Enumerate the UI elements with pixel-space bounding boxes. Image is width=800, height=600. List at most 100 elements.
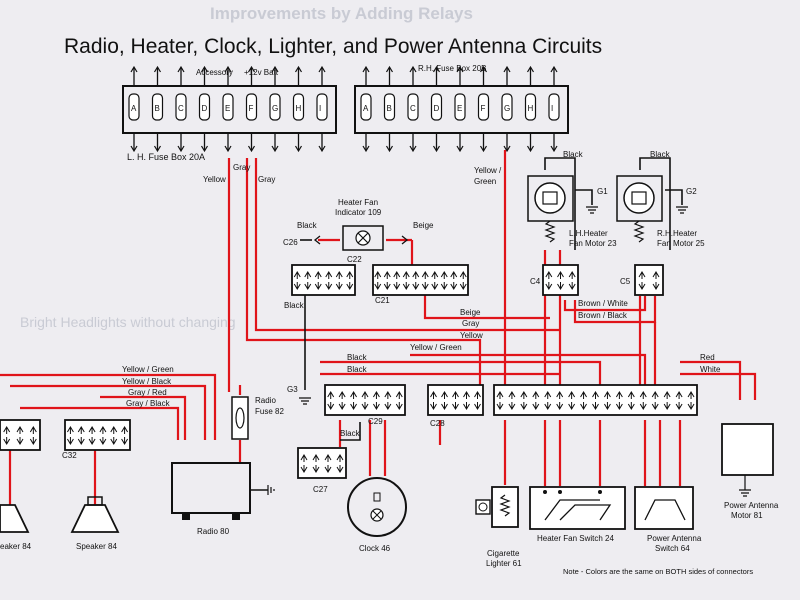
- connectors: [0, 264, 698, 479]
- ground-g3: G3: [287, 385, 311, 405]
- wire-gray-red-left: [100, 395, 187, 440]
- rh-fuse-slot-d-arrow-top: [432, 65, 441, 73]
- lh-fuse-slot-a-arrow-bottom: [130, 145, 138, 153]
- lh-fuse-slot-i-arrow-top: [318, 65, 326, 73]
- c4-label: C4: [530, 277, 541, 286]
- rh-fuse-slot-a-arrow-bottom: [362, 145, 370, 153]
- wire-g2: [665, 189, 683, 205]
- c5-label: C5: [620, 277, 631, 286]
- connector-c28-pin-5-top: [474, 391, 481, 399]
- connector-bus-pin-16-top: [675, 391, 683, 399]
- rh-fuse-slot-d-letter: D: [434, 104, 440, 113]
- connector-c29-pin-4-top: [361, 391, 369, 399]
- lh-fuse-slot-d: D: [198, 65, 211, 153]
- antenna-motor-body: [721, 423, 774, 476]
- heater-switch-contacts: [544, 499, 612, 521]
- lh-fuse-slot-b: B: [151, 65, 164, 153]
- rh-fuse-slot-c-fuse: [407, 93, 419, 121]
- wire-black-rh-motor: [639, 157, 671, 250]
- connector-c32-pin-6-bottom: [121, 437, 129, 445]
- connector-c4-pin-1-top: [545, 271, 553, 279]
- connector-c21-pin-9-top: [450, 271, 458, 279]
- g2-ground-icon: [676, 206, 688, 214]
- c22-label: C22: [347, 255, 362, 264]
- g3-label: G3: [287, 385, 298, 394]
- connector-bus-pin-9-top: [592, 391, 599, 399]
- antenna-motor-ground-icon: [739, 475, 751, 497]
- connector-c21-pin-5-top: [412, 271, 420, 279]
- lh-fuse-slot-d-fuse: [198, 93, 211, 121]
- rh-fuse-slot-h-arrow-top: [526, 65, 535, 73]
- lh-fuse-slot-a-letter: A: [131, 104, 137, 113]
- antenna-switch-body: [634, 486, 694, 530]
- lh-fuse-slot-i-letter: I: [319, 104, 321, 113]
- connector-c-edge-pin-2-bottom: [16, 437, 24, 445]
- clock: Clock 46: [347, 477, 407, 553]
- rh-motor-resistor: [633, 220, 645, 243]
- speaker-right-label: Speaker 84: [76, 542, 117, 551]
- lh-fuse-slot-f-letter: F: [249, 104, 254, 113]
- connector-c5-body: [634, 264, 664, 296]
- g3-ground-icon: [299, 397, 311, 405]
- wire-gray-trunk-b: [254, 158, 560, 332]
- speaker-right-cone: [70, 504, 120, 533]
- connector-c21-pin-4-bottom: [402, 282, 410, 290]
- label-beige-indicator: Beige: [413, 221, 434, 230]
- c32-label: C32: [62, 451, 77, 460]
- connector-bus-pin-14-top: [651, 391, 659, 399]
- wire-beige-bus: [423, 290, 550, 320]
- wire-black-bus-1: [320, 360, 602, 392]
- connector-bus-pin-11-bottom: [615, 402, 623, 410]
- rh-fuse-slot-i: I: [548, 65, 560, 153]
- lh-fuse-slot-a-arrow-top: [130, 65, 138, 73]
- lh-fuse-slot-h-arrow-bottom: [294, 145, 303, 153]
- rh-fuse-slot-c-letter: C: [410, 104, 416, 113]
- connector-c28-pin-3-top: [452, 391, 459, 399]
- connector-bus-pin-9-bottom: [592, 402, 599, 410]
- rh-fuse-slot-h-arrow-bottom: [526, 145, 535, 153]
- connector-c21-pin-7-top: [431, 271, 439, 279]
- connector-bus-pin-4-bottom: [532, 402, 540, 410]
- rh-fuse-slot-h-fuse: [524, 93, 537, 121]
- connector-c21-pin-8-bottom: [440, 282, 448, 290]
- rh-fuse-slot-i-arrow-top: [550, 65, 558, 73]
- rh-fuse-slot-g-arrow-bottom: [503, 145, 511, 153]
- rh-fuse-slot-e-fuse: [454, 93, 466, 121]
- connector-c21-pin-8-top: [440, 271, 448, 279]
- connector-c28: [427, 384, 484, 416]
- connector-c21-body: [372, 264, 469, 296]
- label-black-lh-motor: Black: [563, 150, 584, 159]
- connector-c22-body: [291, 264, 356, 296]
- connector-bus-body: [493, 384, 698, 416]
- connector-c22-pin-1-bottom: [293, 282, 301, 290]
- rh-fuse-slot-b-fuse: [383, 93, 396, 121]
- antenna-motor-label-top: Power Antenna: [724, 501, 779, 510]
- lh-fuse-slot-g-arrow-bottom: [271, 145, 279, 153]
- rh-fuse-slot-b-letter: B: [387, 104, 392, 113]
- rh-fuse-slot-g-arrow-top: [503, 65, 511, 73]
- lh-fuse-slot-e-arrow-top: [224, 65, 232, 73]
- connector-c22-pin-4-bottom: [325, 282, 333, 290]
- lh-fuse-slot-e: E: [222, 65, 234, 153]
- connector-c21-pin-5-bottom: [412, 282, 420, 290]
- label-red: Red: [700, 353, 715, 362]
- lh-fuse-slot-c-fuse: [175, 93, 187, 121]
- wire-brown-white: [563, 296, 647, 312]
- radio-fuse-label-top: Radio: [255, 396, 276, 405]
- lh-fuse-slot-f-arrow-top: [247, 65, 256, 73]
- rh-motor-box: [616, 175, 663, 222]
- antenna-switch-label-top: Power Antenna: [647, 534, 702, 543]
- connector-bus-pin-10-bottom: [604, 402, 611, 410]
- connector-c-edge-body: [0, 419, 41, 451]
- wire-yellow-green-bus: [410, 353, 647, 392]
- wire-gray-black-left: [20, 406, 180, 440]
- connector-bus-pin-11-top: [615, 391, 623, 399]
- connector-c29-pin-1-bottom: [327, 402, 335, 410]
- connector-c22-pin-2-top: [304, 271, 312, 279]
- speaker-left-label: eaker 84: [0, 542, 32, 551]
- lh-fuse-slot-d-arrow-bottom: [200, 145, 209, 153]
